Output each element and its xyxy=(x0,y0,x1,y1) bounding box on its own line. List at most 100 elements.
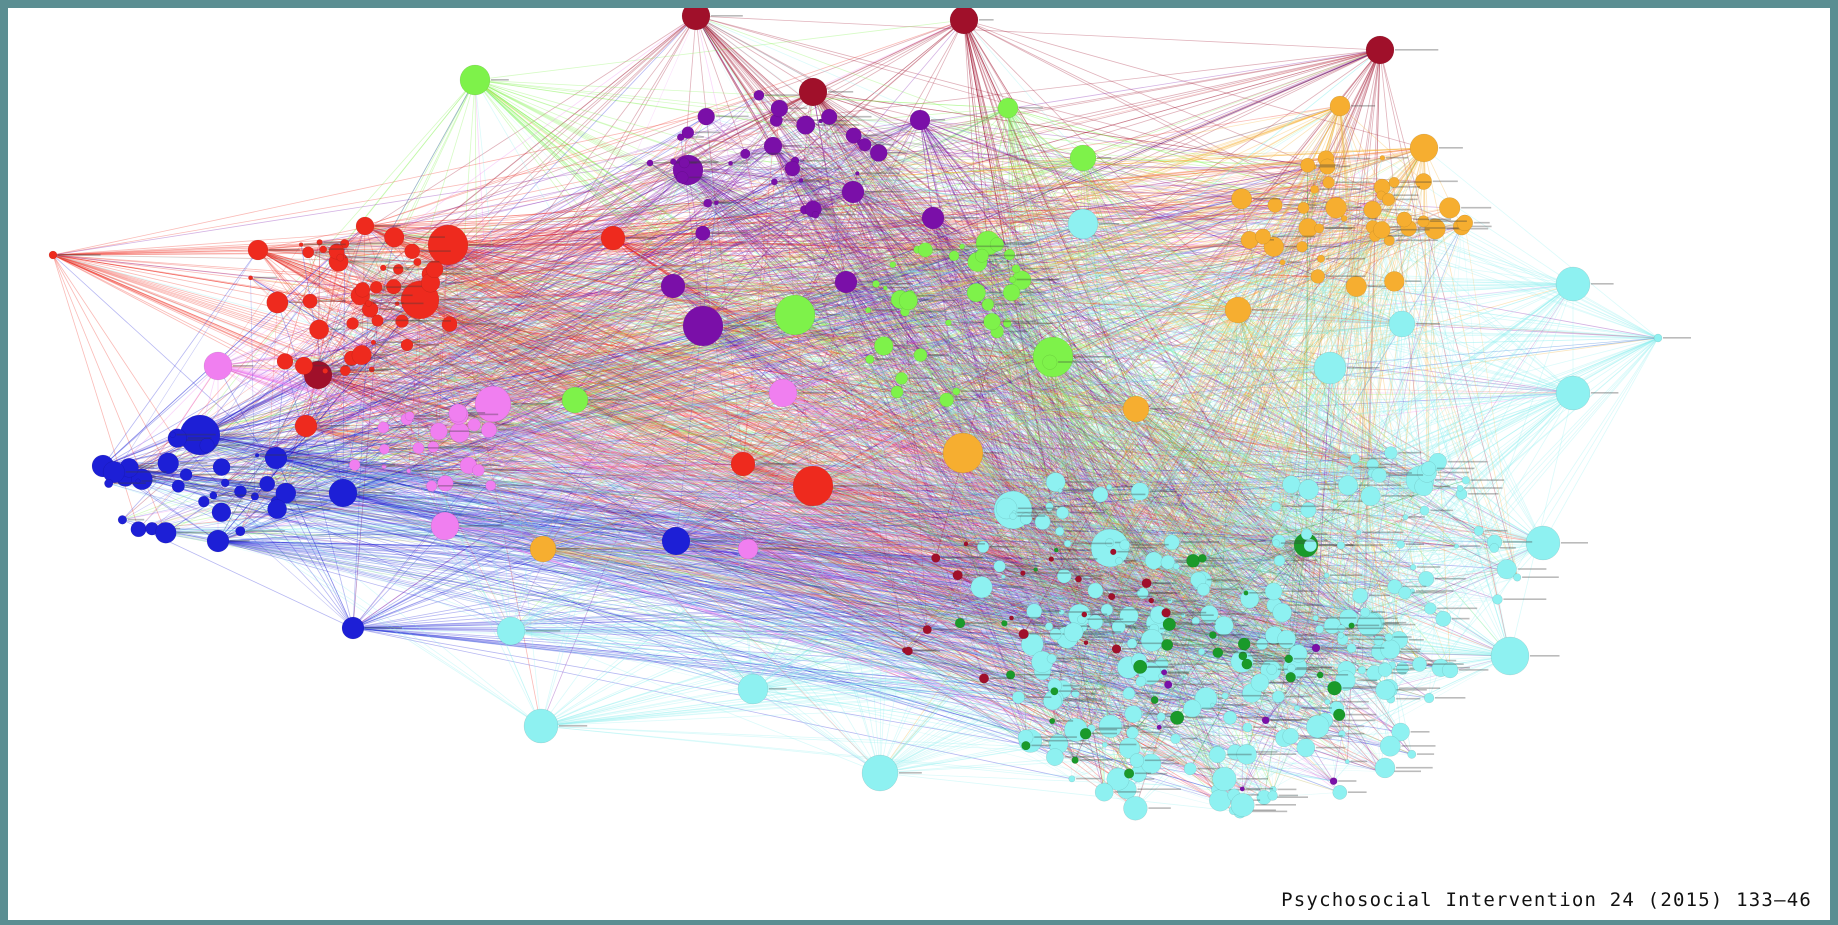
network-edge xyxy=(742,287,886,465)
network-edge xyxy=(474,79,793,169)
network-edge xyxy=(687,169,1430,699)
node-label-smudge xyxy=(1130,547,1158,549)
network-edge xyxy=(1052,356,1247,594)
node-label-smudge xyxy=(1663,337,1691,339)
network-edge xyxy=(845,281,1279,542)
network-edge xyxy=(932,217,1544,544)
network-edge xyxy=(52,164,1308,256)
network-edge xyxy=(687,169,1162,665)
network-edge xyxy=(1052,356,1342,546)
network-edge xyxy=(275,361,286,459)
network-edge xyxy=(975,157,1084,293)
network-edge xyxy=(852,191,1137,410)
network-edge xyxy=(812,164,1308,487)
network-edge xyxy=(371,356,1054,370)
network-edge xyxy=(1160,49,1381,677)
network-edge xyxy=(812,91,1379,641)
network-hub-node xyxy=(328,478,358,508)
network-hub-node xyxy=(730,451,756,477)
network-edge xyxy=(683,15,697,163)
network-edge xyxy=(275,255,983,459)
network-edge xyxy=(649,162,1307,546)
network-edge xyxy=(474,79,984,548)
network-edge xyxy=(199,173,858,436)
network-edge xyxy=(812,91,1210,615)
network-edge xyxy=(275,457,814,487)
network-edge xyxy=(672,285,1239,311)
network-edge xyxy=(275,457,1279,542)
node-label-smudge xyxy=(724,325,765,327)
network-edge xyxy=(857,173,1054,358)
network-edge xyxy=(884,217,934,289)
network-edge xyxy=(305,261,339,427)
network-edge xyxy=(406,191,854,420)
network-edge xyxy=(408,145,774,472)
network-node xyxy=(1373,635,1384,646)
network-edge xyxy=(317,261,978,376)
network-edge xyxy=(368,302,744,465)
network-edge xyxy=(199,434,1043,523)
network-edge xyxy=(845,281,1429,469)
network-edge xyxy=(772,145,1130,694)
network-edge xyxy=(317,374,749,550)
network-edge xyxy=(612,49,1381,239)
network-edge xyxy=(275,457,1055,692)
network-edge xyxy=(987,242,1053,659)
network-edge xyxy=(574,304,988,401)
network-edge xyxy=(742,463,1386,769)
network-edge xyxy=(574,399,1370,626)
network-edge xyxy=(649,162,1317,649)
network-edge xyxy=(672,285,1659,339)
network-edge xyxy=(1082,49,1381,159)
network-edge xyxy=(217,169,689,367)
network-edge xyxy=(431,285,674,487)
network-edge xyxy=(397,157,1084,304)
network-edge xyxy=(702,325,1366,613)
network-edge xyxy=(919,119,1241,812)
network-edge xyxy=(845,281,1140,594)
network-edge xyxy=(695,15,1084,159)
network-edge xyxy=(963,19,1105,793)
network-edge xyxy=(800,91,814,181)
network-edge xyxy=(675,331,998,542)
network-edge xyxy=(815,119,921,215)
network-hub-node xyxy=(1365,35,1395,65)
network-edge xyxy=(342,166,1328,494)
network-edge xyxy=(354,464,814,487)
network-edge xyxy=(812,485,1077,731)
network-edge xyxy=(352,261,1283,629)
node-label-smudge xyxy=(1395,49,1439,51)
network-edge xyxy=(1048,356,1054,627)
network-edge xyxy=(919,119,1495,549)
network-edge xyxy=(695,15,1130,749)
network-edge xyxy=(812,91,989,305)
network-edge xyxy=(612,237,1101,495)
network-edge xyxy=(1007,107,1390,241)
network-edge xyxy=(199,169,689,436)
network-edge xyxy=(772,145,1466,481)
network-edge xyxy=(431,49,1381,487)
network-edge xyxy=(812,91,1191,769)
network-edge xyxy=(113,471,1317,649)
network-edge xyxy=(447,208,814,246)
node-label-smudge xyxy=(491,79,509,81)
network-edge xyxy=(962,356,1054,454)
network-edge xyxy=(919,119,1342,629)
node-label-smudge xyxy=(931,119,946,121)
network-edge xyxy=(963,19,1425,149)
network-edge xyxy=(1082,157,1308,166)
network-hub-node xyxy=(561,386,589,414)
network-edge xyxy=(52,195,1382,256)
network-edge xyxy=(612,237,1170,625)
network-edge xyxy=(919,119,1251,600)
network-edge xyxy=(672,108,780,287)
network-edge xyxy=(675,540,1395,588)
network-edge xyxy=(812,91,1439,463)
network-edge xyxy=(352,627,1134,715)
network-edge xyxy=(492,314,796,405)
network-edge xyxy=(474,79,963,247)
network-edge xyxy=(695,15,1382,196)
network-edge xyxy=(1160,49,1381,717)
network-edge xyxy=(305,425,1005,624)
network-edge xyxy=(612,237,1451,671)
